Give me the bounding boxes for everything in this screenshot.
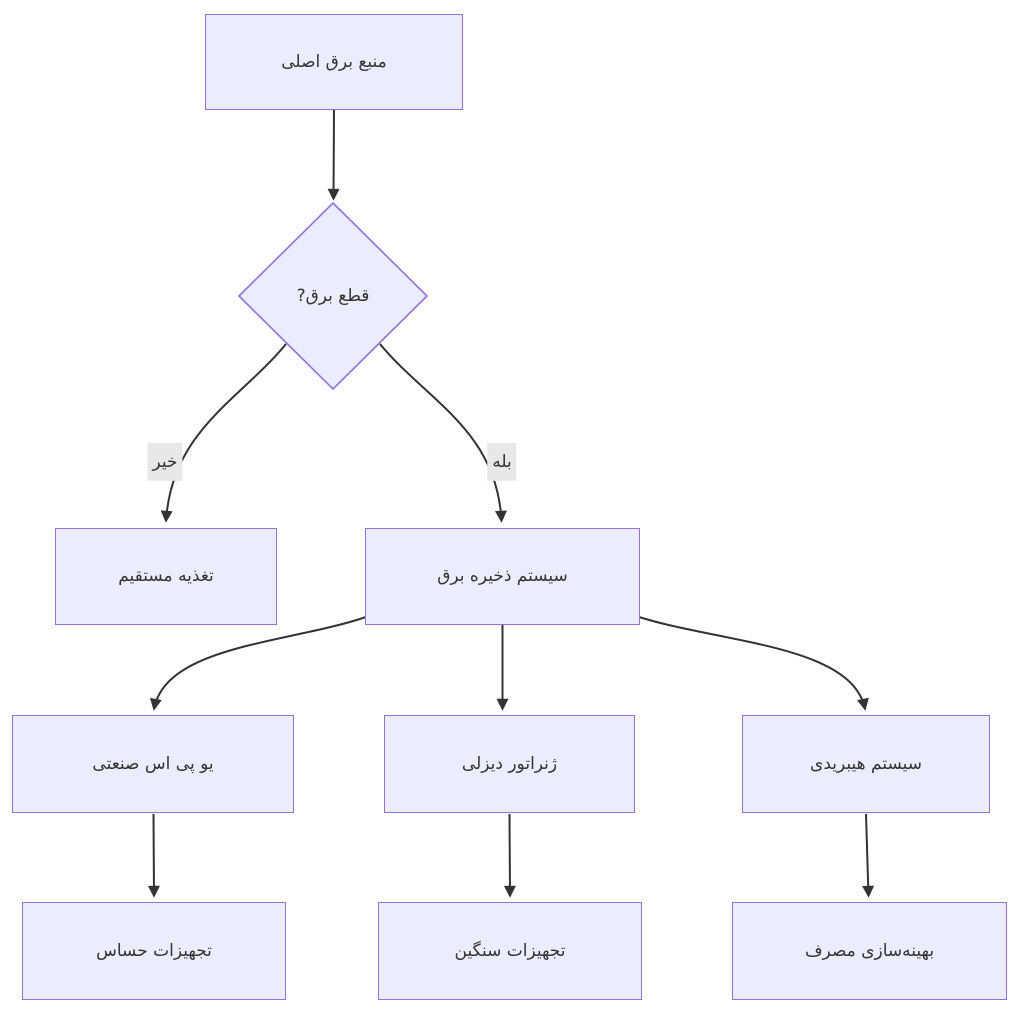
node-consumption-optimization-label: بهینه‌سازی مصرف <box>804 940 935 961</box>
node-industrial-ups-label: یو پی اس صنعتی <box>92 753 214 774</box>
node-industrial-ups: یو پی اس صنعتی <box>12 715 294 813</box>
decision-diamond-shape <box>237 201 429 391</box>
node-power-storage-system: سیستم ذخیره برق <box>365 528 640 625</box>
node-power-outage-decision: قطع برق? <box>253 276 413 316</box>
node-power-outage-decision-label: قطع برق? <box>296 286 370 306</box>
edge-storage-to-ups <box>150 616 367 711</box>
edge-ups-to-sensitive <box>147 813 160 898</box>
edge-generator-to-heavy <box>503 813 516 898</box>
node-hybrid-system: سیستم هیبریدی <box>742 715 990 813</box>
node-power-storage-system-label: سیستم ذخیره برق <box>437 566 568 587</box>
edge-main-to-decision <box>327 109 340 201</box>
node-direct-feed-label: تغذیه مستقیم <box>118 566 214 587</box>
node-main-source-label: منبع برق اصلی <box>281 51 387 72</box>
edge-hybrid-to-optimization <box>862 813 875 898</box>
edge-decision-to-storage <box>379 343 507 523</box>
node-sensitive-equipment: تجهیزات حساس <box>22 902 286 1000</box>
edge-label-yes: بله <box>487 442 517 482</box>
node-diesel-generator: ژنراتور دیزلی <box>384 715 635 813</box>
node-heavy-equipment-label: تجهیزات سنگین <box>454 940 566 961</box>
edge-storage-to-hybrid <box>638 616 869 711</box>
node-hybrid-system-label: سیستم هیبریدی <box>810 753 922 774</box>
node-sensitive-equipment-label: تجهیزات حساس <box>96 940 212 961</box>
node-consumption-optimization: بهینه‌سازی مصرف <box>732 902 1007 1000</box>
edge-label-no: خیر <box>147 442 183 482</box>
node-heavy-equipment: تجهیزات سنگین <box>378 902 642 1000</box>
node-direct-feed: تغذیه مستقیم <box>55 528 277 625</box>
edge-decision-to-direct-feed <box>160 343 287 523</box>
node-main-source: منبع برق اصلی <box>205 14 463 110</box>
node-diesel-generator-label: ژنراتور دیزلی <box>461 753 558 774</box>
